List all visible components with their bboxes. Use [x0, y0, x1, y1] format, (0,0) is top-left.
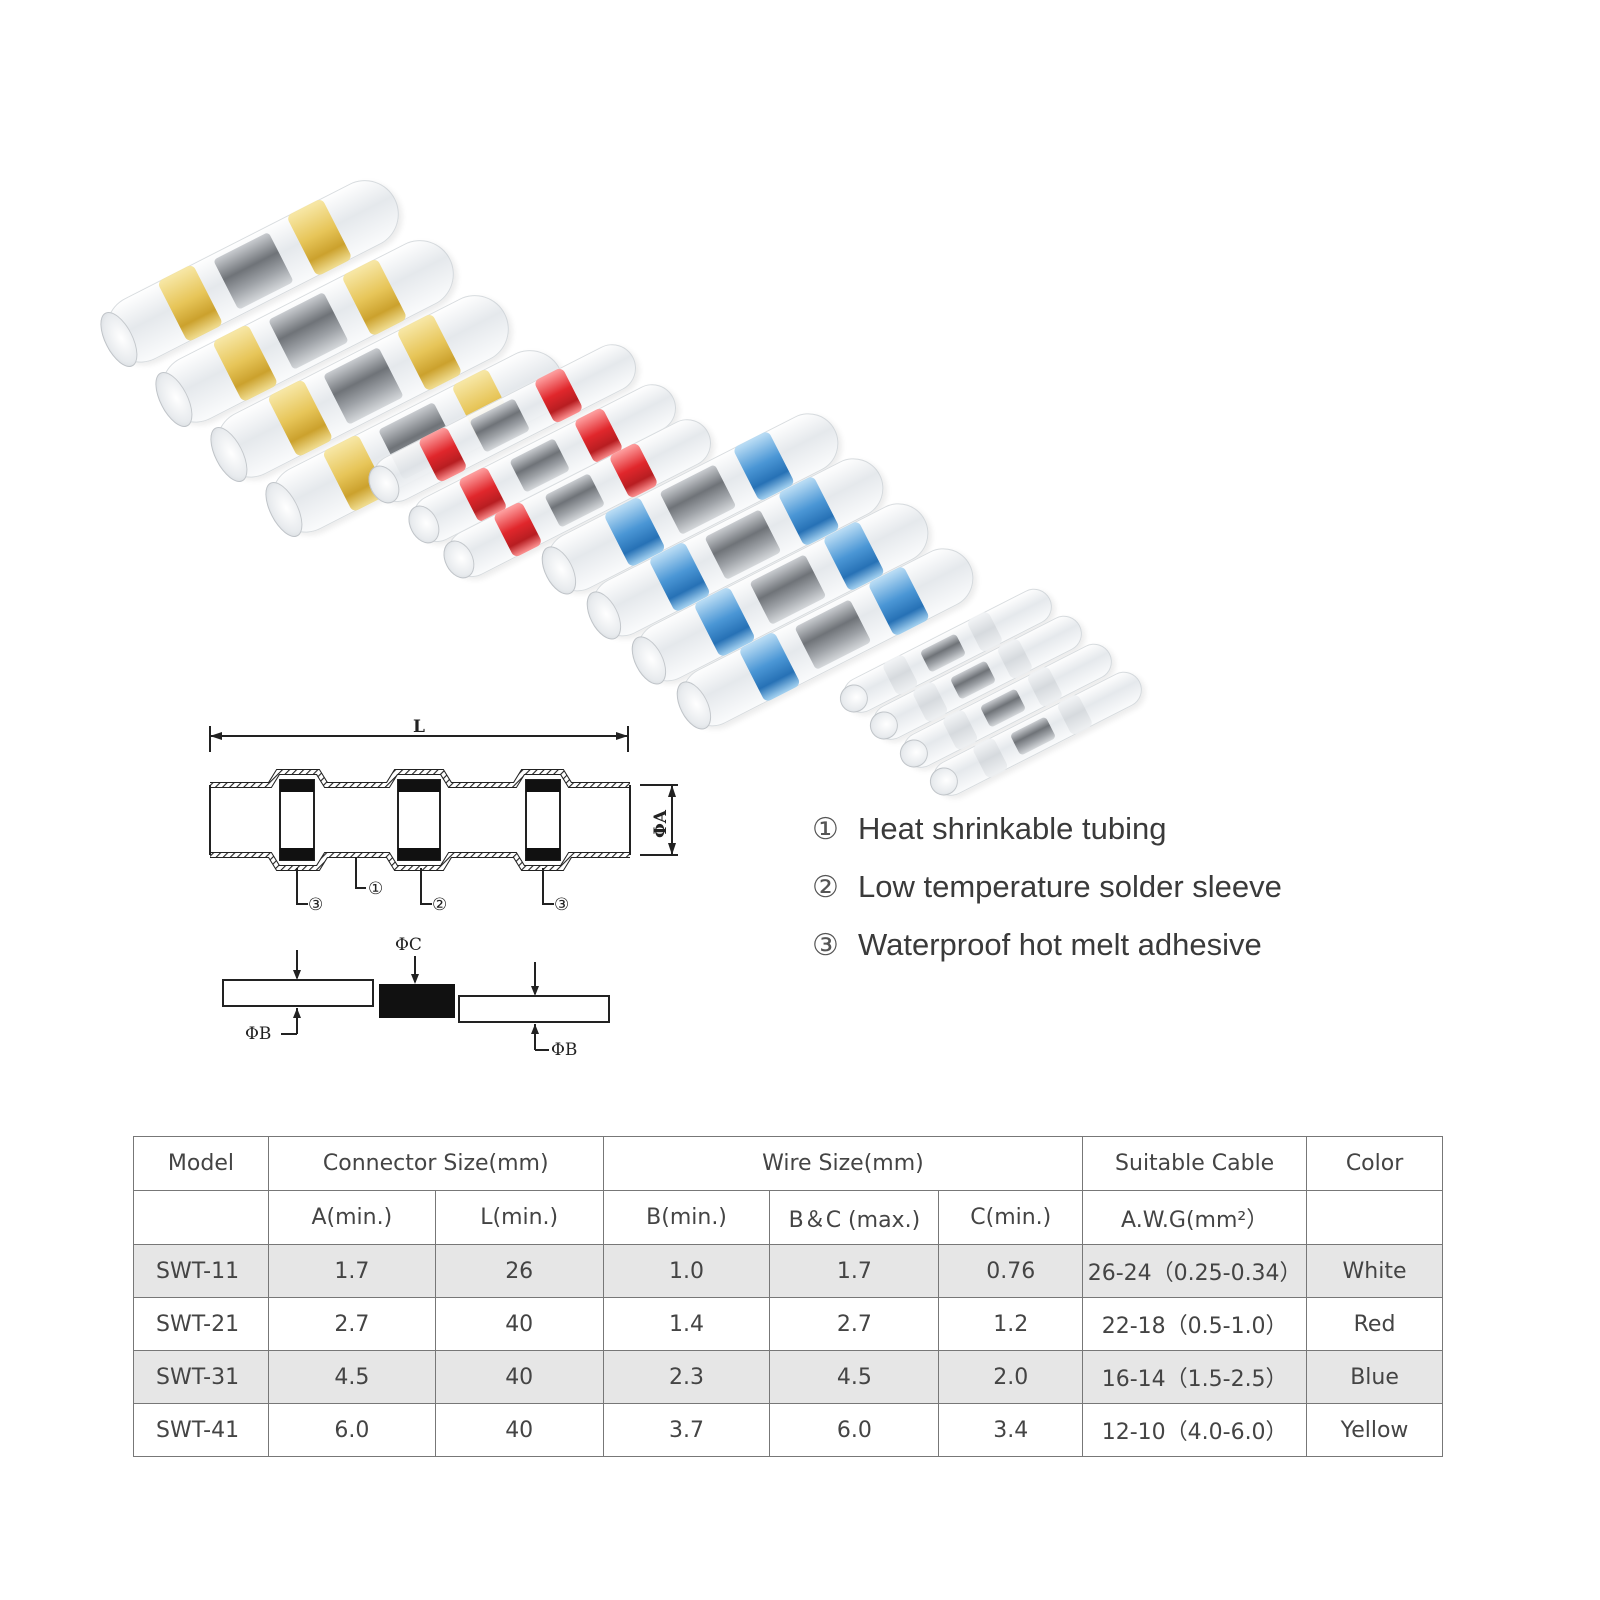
- cell-bc: 2.7: [769, 1297, 940, 1351]
- spec-table: Model Connector Size(mm) Wire Size(mm) S…: [133, 1136, 1443, 1457]
- cell-b: 2.3: [602, 1350, 771, 1404]
- table-header-row: Model Connector Size(mm) Wire Size(mm) S…: [133, 1136, 1443, 1191]
- product-photo: [90, 120, 1149, 803]
- diameter-b-label-left: ΦB: [245, 1024, 271, 1044]
- table-subheader-row: A(min.) L(min.) B(min.) B＆C (max.) C(min…: [133, 1190, 1443, 1245]
- subheader-bc-max: B＆C (max.): [769, 1190, 940, 1245]
- cell-awg: 16-14（1.5-2.5）: [1082, 1350, 1308, 1404]
- header-color: Color: [1306, 1136, 1443, 1191]
- solder-joint: [379, 984, 455, 1018]
- cell-l: 26: [434, 1244, 604, 1298]
- cell-color: Red: [1306, 1297, 1443, 1351]
- cell-a: 6.0: [267, 1403, 436, 1457]
- subheader-c-min: C(min.): [938, 1190, 1084, 1245]
- legend: ① Heat shrinkable tubing ② Low temperatu…: [812, 800, 1412, 974]
- legend-text: Low temperature solder sleeve: [858, 869, 1282, 904]
- solder-ring: [397, 779, 441, 861]
- cell-l: 40: [434, 1350, 604, 1404]
- cell-awg: 22-18（0.5-1.0）: [1082, 1297, 1308, 1351]
- cell-awg: 26-24（0.25-0.34）: [1082, 1244, 1308, 1298]
- svg-text:②: ②: [432, 895, 447, 915]
- cell-a: 2.7: [267, 1297, 436, 1351]
- cell-color: Yellow: [1306, 1403, 1443, 1457]
- diameter-a-label: ΦA: [651, 809, 671, 838]
- callout-1: ①: [355, 858, 383, 899]
- subheader-awg: A.W.G(mm²）: [1082, 1190, 1308, 1245]
- cell-color: Blue: [1306, 1350, 1443, 1404]
- legend-text: Heat shrinkable tubing: [858, 811, 1167, 846]
- subheader-empty: [133, 1190, 269, 1245]
- subheader-color-empty: [1306, 1190, 1443, 1245]
- cell-model: SWT-31: [133, 1350, 269, 1404]
- legend-text: Waterproof hot melt adhesive: [858, 927, 1262, 962]
- legend-item: ① Heat shrinkable tubing: [812, 800, 1412, 858]
- cell-c: 2.0: [938, 1350, 1084, 1404]
- legend-number: ①: [812, 811, 839, 847]
- cell-a: 1.7: [267, 1244, 436, 1298]
- cell-b: 1.4: [602, 1297, 771, 1351]
- cell-bc: 6.0: [769, 1403, 940, 1457]
- diameter-c-label: ΦC: [395, 935, 422, 955]
- legend-item: ③ Waterproof hot melt adhesive: [812, 916, 1412, 974]
- cell-c: 1.2: [938, 1297, 1084, 1351]
- svg-text:③: ③: [554, 895, 569, 915]
- table-row: SWT-31 4.5 40 2.3 4.5 2.0 16-14（1.5-2.5）…: [133, 1350, 1443, 1404]
- cell-l: 40: [434, 1403, 604, 1457]
- cell-b: 3.7: [602, 1403, 771, 1457]
- legend-number: ②: [812, 869, 839, 905]
- cell-bc: 1.7: [769, 1244, 940, 1298]
- callout-3-left: ③: [296, 868, 323, 915]
- cell-model: SWT-21: [133, 1297, 269, 1351]
- svg-text:③: ③: [308, 895, 323, 915]
- tube-diagram: L ΦA ③ ① ② ③: [209, 717, 678, 915]
- length-label: L: [413, 717, 425, 737]
- cell-awg: 12-10（4.0-6.0）: [1082, 1403, 1308, 1457]
- cell-l: 40: [434, 1297, 604, 1351]
- callout-3-right: ③: [542, 868, 569, 915]
- cell-b: 1.0: [602, 1244, 771, 1298]
- cell-bc: 4.5: [769, 1350, 940, 1404]
- cell-color: White: [1306, 1244, 1443, 1298]
- table-row: SWT-41 6.0 40 3.7 6.0 3.4 12-10（4.0-6.0）…: [133, 1403, 1443, 1457]
- header-suitable-cable: Suitable Cable: [1082, 1136, 1308, 1191]
- legend-number: ③: [812, 927, 839, 963]
- cell-c: 3.4: [938, 1403, 1084, 1457]
- subheader-l-min: L(min.): [434, 1190, 604, 1245]
- cell-model: SWT-41: [133, 1403, 269, 1457]
- diameter-b-label-right: ΦB: [551, 1040, 577, 1060]
- header-connector-size: Connector Size(mm): [267, 1136, 604, 1191]
- table-row: SWT-21 2.7 40 1.4 2.7 1.2 22-18（0.5-1.0）…: [133, 1297, 1443, 1351]
- legend-item: ② Low temperature solder sleeve: [812, 858, 1412, 916]
- wire-right: [458, 995, 610, 1023]
- subheader-b-min: B(min.): [602, 1190, 771, 1245]
- cell-a: 4.5: [267, 1350, 436, 1404]
- wire-left: [222, 979, 374, 1007]
- cell-c: 0.76: [938, 1244, 1084, 1298]
- table-row: SWT-11 1.7 26 1.0 1.7 0.76 26-24（0.25-0.…: [133, 1244, 1443, 1298]
- subheader-a-min: A(min.): [267, 1190, 436, 1245]
- wire-diagram: ΦB ΦC ΦB: [222, 935, 610, 1060]
- adhesive-ring: [279, 779, 315, 861]
- header-wire-size: Wire Size(mm): [602, 1136, 1084, 1191]
- svg-text:①: ①: [368, 879, 383, 899]
- cell-model: SWT-11: [133, 1244, 269, 1298]
- header-model: Model: [133, 1136, 269, 1191]
- adhesive-ring: [525, 779, 561, 861]
- callout-2: ②: [420, 868, 447, 915]
